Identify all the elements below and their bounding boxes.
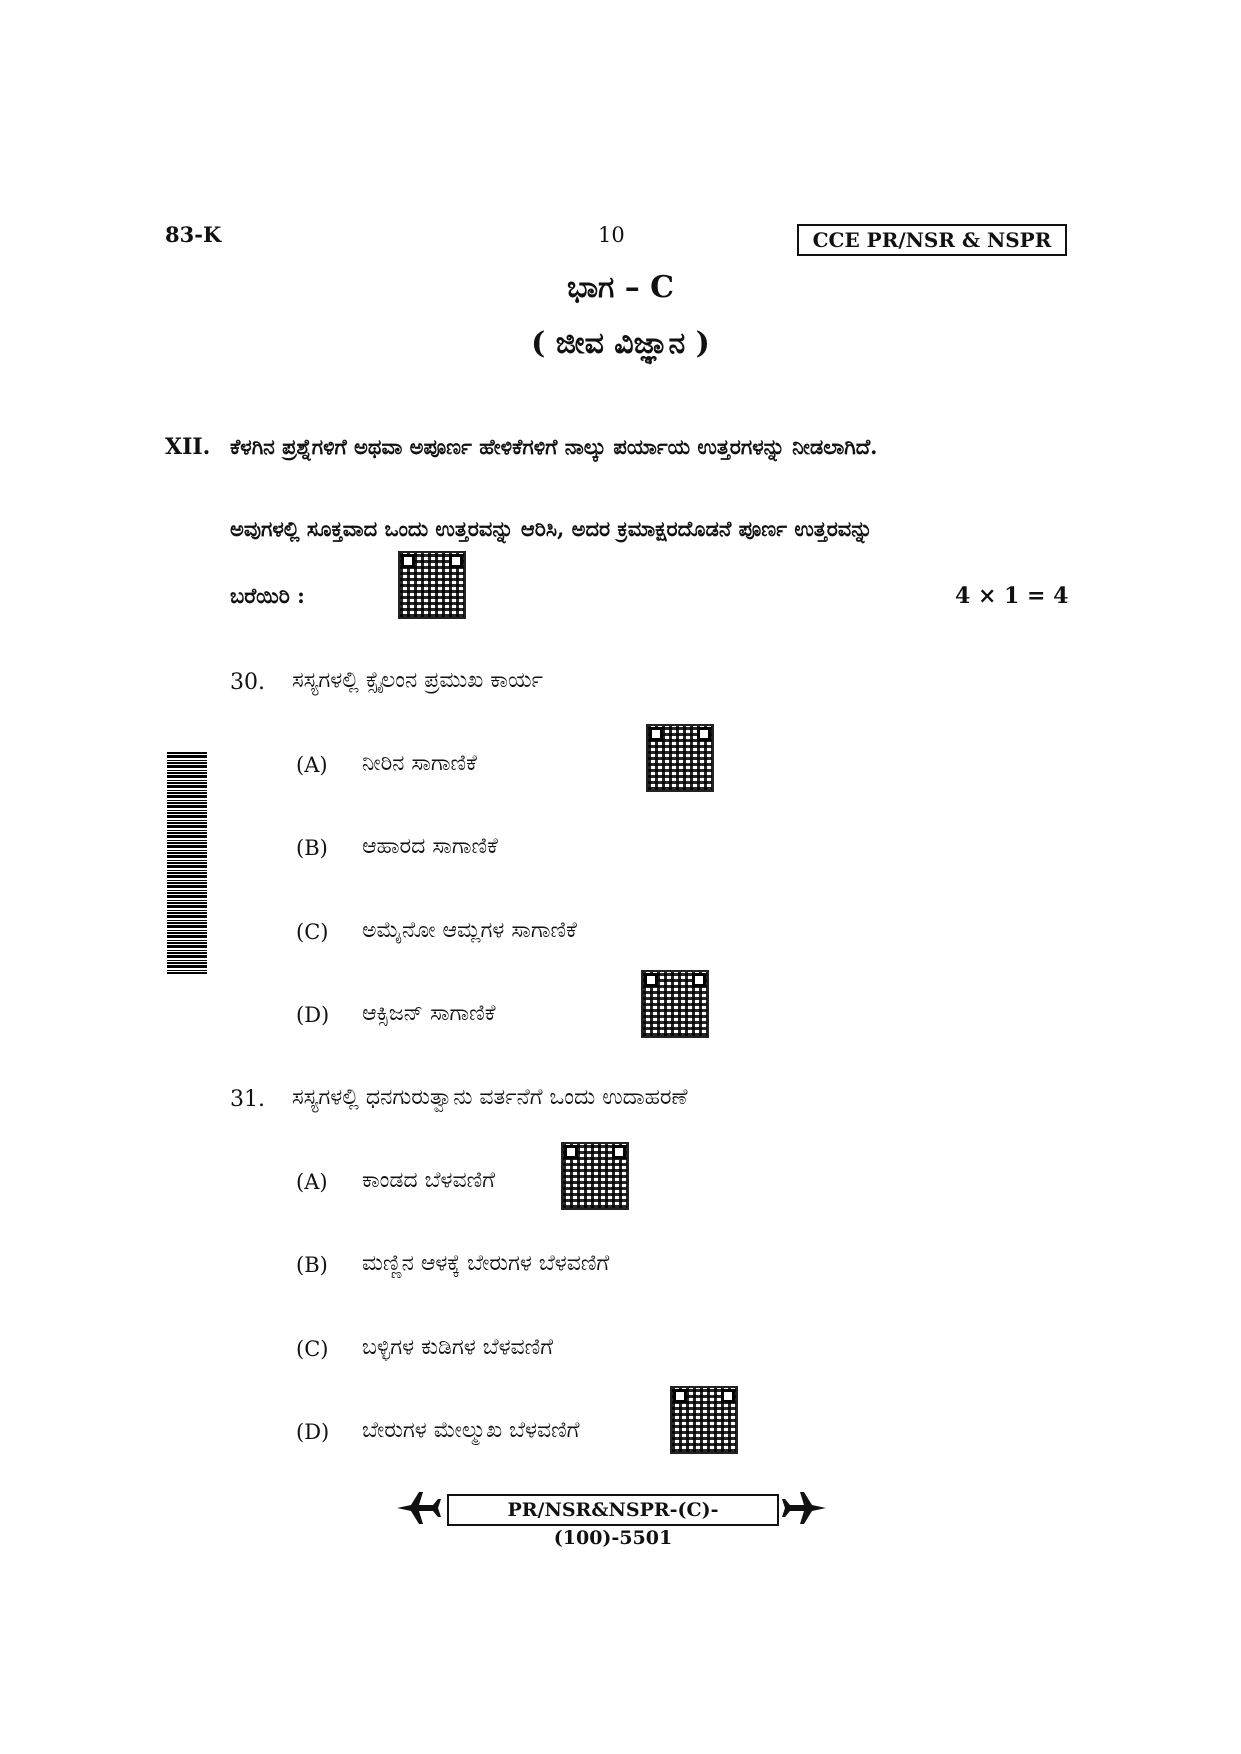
part-subtitle: ( ಜೀವ ವಿಜ್ಞಾನ ) [531,326,710,361]
airplane-icon [397,1492,441,1524]
option-text: ಬಳ್ಳಿಗಳ ಕುಡಿಗಳ ಬೆಳವಣಿಗೆ [362,1335,554,1360]
option-letter: (B) [296,836,328,860]
question-text: ಸಸ್ಯಗಳಲ್ಲಿ ಕ್ಸೈಲಂನ ಪ್ರಮುಖ ಕಾರ್ಯ [292,668,543,693]
option-letter: (D) [296,1003,330,1027]
exam-box: CCE PR/NSR & NSPR [797,224,1067,256]
option-text: ಬೇರುಗಳ ಮೇಲ್ಮುಖ ಬೆಳವಣಿಗೆ [362,1418,580,1443]
qr-code-icon [670,1386,738,1454]
barcode-icon [167,752,207,974]
footer-code: PR/NSR&NSPR-(C)-(100)-5501 [447,1494,779,1549]
instruction-line-2: ಅವುಗಳಲ್ಲಿ ಸೂಕ್ತವಾದ ಒಂದು ಉತ್ತರವನ್ನು ಆರಿಸಿ… [230,516,873,541]
instruction-line-1: ಕೆಳಗಿನ ಪ್ರಶ್ನೆಗಳಿಗೆ ಅಥವಾ ಅಪೂರ್ಣ ಹೇಳಿಕೆಗಳ… [230,434,878,459]
option-letter: (C) [296,1337,329,1361]
option-text: ನೀರಿನ ಸಾಗಾಣಿಕೆ [362,751,477,776]
option-text: ಕಾಂಡದ ಬೆಳವಣಿಗೆ [362,1168,495,1193]
option-text: ಅಮೈನೋ ಆಮ್ಲಗಳ ಸಾಗಾಣಿಕೆ [362,918,577,943]
option-letter: (C) [296,920,329,944]
option-letter: (A) [296,1170,328,1194]
section-number: XII. [165,434,211,460]
qr-code-icon [561,1142,629,1210]
page-number: 10 [598,223,625,247]
marks: 4 × 1 = 4 [955,583,1069,609]
part-title: ಭಾಗ – C [566,270,675,305]
option-letter: (B) [296,1253,328,1277]
question-text: ಸಸ್ಯಗಳಲ್ಲಿ ಧನಗುರುತ್ವಾನು ವರ್ತನೆಗೆ ಒಂದು ಉದ… [292,1085,688,1110]
question-number: 30. [230,670,265,695]
instruction-line-3: ಬರೆಯಿರಿ : [230,583,305,608]
option-text: ಆಕ್ಸಿಜನ್ ಸಾಗಾಣಿಕೆ [362,1001,496,1026]
airplane-icon [782,1492,826,1524]
qr-code-icon [646,724,714,792]
paper-code: 83-K [165,222,222,247]
option-text: ಆಹಾರದ ಸಾಗಾಣಿಕೆ [362,834,498,859]
qr-code-icon [398,551,466,619]
question-number: 31. [230,1087,265,1112]
option-letter: (D) [296,1420,330,1444]
option-letter: (A) [296,753,328,777]
option-text: ಮಣ್ಣಿನ ಆಳಕ್ಕೆ ಬೇರುಗಳ ಬೆಳವಣಿಗೆ [362,1251,610,1276]
qr-code-icon [641,970,709,1038]
